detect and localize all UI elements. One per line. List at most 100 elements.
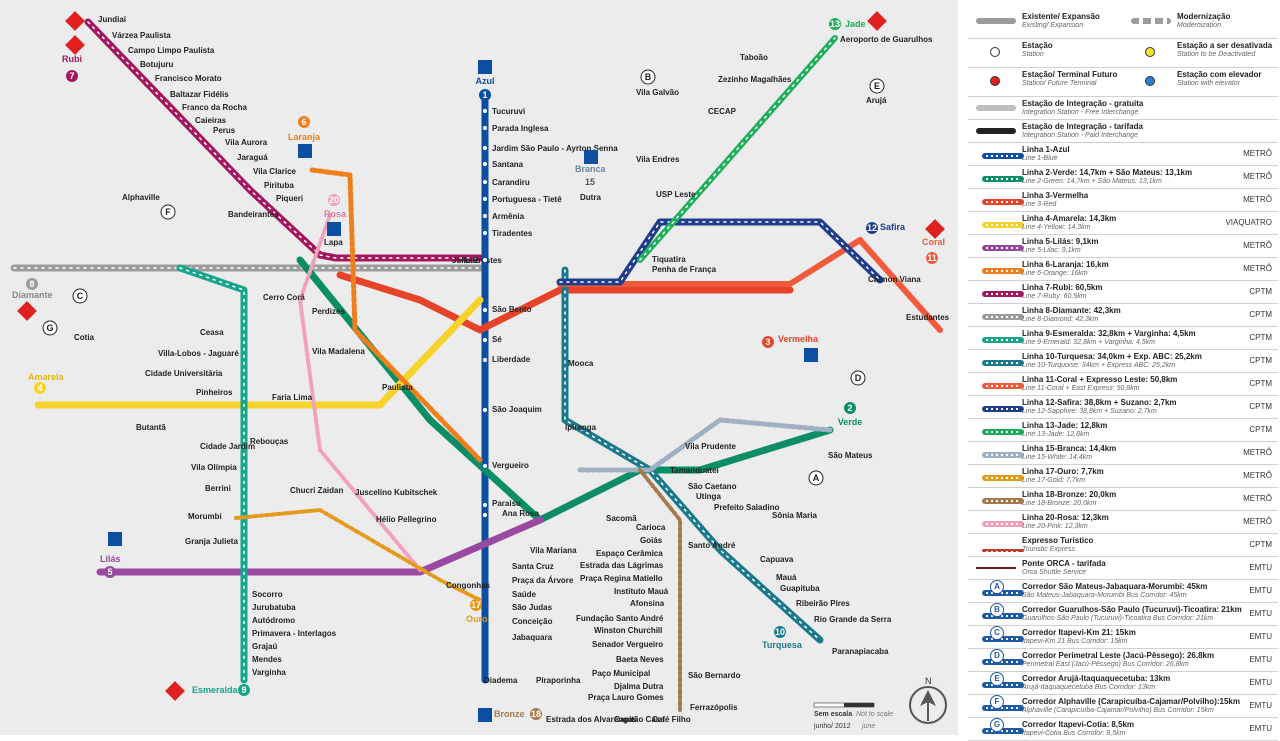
legend-row: Linha 10-Turquesa: 34,0km + Exp. ABC: 25… xyxy=(968,350,1278,373)
line-6-laranja[interactable] xyxy=(309,167,483,463)
corridor-c-icon[interactable]: C xyxy=(77,291,84,301)
svg-text:4: 4 xyxy=(37,383,42,393)
station-label: Piraporinha xyxy=(536,676,581,685)
station-label: Pinheiros xyxy=(196,388,233,397)
station-label: Utinga xyxy=(696,492,721,501)
station-label: Jardim São Paulo - Ayrton Senna xyxy=(492,144,618,153)
station-dot[interactable] xyxy=(481,178,489,186)
legend-title: Corredor Arujá-Itaquaquecetuba: 13km xyxy=(1022,674,1171,683)
line-3-vermelha[interactable] xyxy=(336,271,794,334)
station-dot[interactable] xyxy=(481,124,489,132)
line-20-rosa[interactable] xyxy=(298,213,422,572)
legend-title: Linha 1-Azul xyxy=(1022,145,1070,154)
line-18-bronze[interactable] xyxy=(638,468,682,712)
line-symbol-icon xyxy=(976,421,1024,435)
station-label: Liberdade xyxy=(492,355,531,364)
line-7-rubi[interactable] xyxy=(84,18,484,262)
line-5-lilas[interactable] xyxy=(96,516,544,576)
corridor-d-icon[interactable]: D xyxy=(855,373,862,383)
badge-coral: Coral xyxy=(922,237,945,247)
corridor-a-icon[interactable]: A xyxy=(813,473,820,483)
station-dot[interactable] xyxy=(481,511,489,519)
station-label: Perus xyxy=(213,126,236,135)
corridor-e-icon[interactable]: E xyxy=(874,81,880,91)
station-dot[interactable] xyxy=(481,107,489,115)
station-dot[interactable] xyxy=(481,501,489,509)
svg-text:3: 3 xyxy=(765,337,770,347)
station-label: Vila Aurora xyxy=(225,138,268,147)
station-label: Afonsina xyxy=(630,599,665,608)
line-11-coral[interactable] xyxy=(557,237,943,333)
legend-title: Corredor Itapevi-Cotia: 8,5km xyxy=(1022,720,1135,729)
corridor-b-icon[interactable]: B xyxy=(645,72,652,82)
legend-subtitle: Line 6-Orange: 16km xyxy=(1022,270,1088,277)
station-dot[interactable] xyxy=(481,195,489,203)
badge-turquesa: Turquesa xyxy=(762,640,803,650)
thin-symbol-icon xyxy=(976,567,1016,569)
station-label: Vila Clarice xyxy=(253,167,297,176)
transit-map[interactable]: 1 Azul 2 Verde 3 Vermelha 4 Amarela 5 Li… xyxy=(0,0,958,735)
line-symbol-icon xyxy=(976,237,1024,251)
line-2-verde[interactable] xyxy=(296,256,834,524)
badge-azul: Azul xyxy=(476,76,495,86)
station-dot[interactable] xyxy=(481,256,489,264)
badge-rosa: Rosa xyxy=(324,209,347,219)
station-label: Prefeito Saladino xyxy=(714,503,779,512)
legend-title: Corredor Alphaville (Carapicuíba-Cajamar… xyxy=(1022,697,1240,706)
map-canvas[interactable]: 1 Azul 2 Verde 3 Vermelha 4 Amarela 5 Li… xyxy=(0,0,958,735)
line-symbol-icon xyxy=(976,306,1024,320)
station-label: Baltazar Fidélis xyxy=(170,90,229,99)
line-4-amarela[interactable] xyxy=(34,296,484,409)
station-label: Penha de França xyxy=(652,265,717,274)
legend-subtitle: Existing/ Expansion xyxy=(1022,22,1084,29)
line-12-safira[interactable] xyxy=(556,218,884,286)
badge-esmeralda: Esmeralda xyxy=(192,685,239,695)
station-dot[interactable] xyxy=(481,212,489,220)
corridor-f-icon[interactable]: F xyxy=(165,207,171,217)
station-dot[interactable] xyxy=(481,144,489,152)
line-15-branca[interactable] xyxy=(577,417,833,473)
station-label: Sacomã xyxy=(606,514,637,523)
corridor-a-icon: A xyxy=(976,580,1024,596)
corridor-g-icon[interactable]: G xyxy=(46,323,53,333)
station-label: Espaço Cerâmica xyxy=(596,549,663,558)
station-label: Vila Endres xyxy=(636,155,680,164)
legend-title: Existente/ Expansão xyxy=(1022,12,1100,21)
station-label: São Mateus xyxy=(828,451,873,460)
station-label: Goiás xyxy=(640,536,663,545)
station-dot[interactable] xyxy=(481,462,489,470)
legend-subtitle: Line 10-Turquoise: 34km + Express ABC: 2… xyxy=(1022,362,1176,369)
line-17-ouro[interactable] xyxy=(234,508,482,602)
station-dot[interactable] xyxy=(481,406,489,414)
legend-subtitle: Itapevi-Cotia Bus Corridor: 8,5km xyxy=(1022,730,1126,737)
legend-subtitle: Orca Shuttle Service xyxy=(1022,569,1087,576)
legend-subtitle: Line 9-Emerald: 32,8km + Varginha: 4,5km xyxy=(1022,339,1156,346)
station-label: Morumbi xyxy=(188,512,222,521)
station-dot[interactable] xyxy=(481,160,489,168)
station-label: Varginha xyxy=(252,668,286,677)
badge-ouro: Ouro xyxy=(466,614,488,624)
badge-vermelha: Vermelha xyxy=(778,334,819,344)
station-label: São Judas xyxy=(512,603,553,612)
station-label: Tiradentes xyxy=(492,229,533,238)
legend-title: Linha 7-Rubi: 60,5km xyxy=(1022,283,1103,292)
station-label: Ribeirão Pires xyxy=(796,599,850,608)
station-label: Luz xyxy=(465,256,479,265)
legend-subtitle: Line 20-Pink: 12,3km xyxy=(1022,523,1088,530)
station-label: Mendes xyxy=(252,655,282,664)
station-dot[interactable] xyxy=(481,229,489,237)
badge-jade: Jade xyxy=(845,19,866,29)
line-symbol-icon xyxy=(976,352,1024,366)
station-label: Fundação Santo André xyxy=(576,614,664,623)
line-symbol-icon xyxy=(976,214,1024,228)
station-dot[interactable] xyxy=(481,306,489,314)
station-dot[interactable] xyxy=(481,356,489,364)
station-label: Djalma Dutra xyxy=(614,682,664,691)
station-dot[interactable] xyxy=(481,336,489,344)
